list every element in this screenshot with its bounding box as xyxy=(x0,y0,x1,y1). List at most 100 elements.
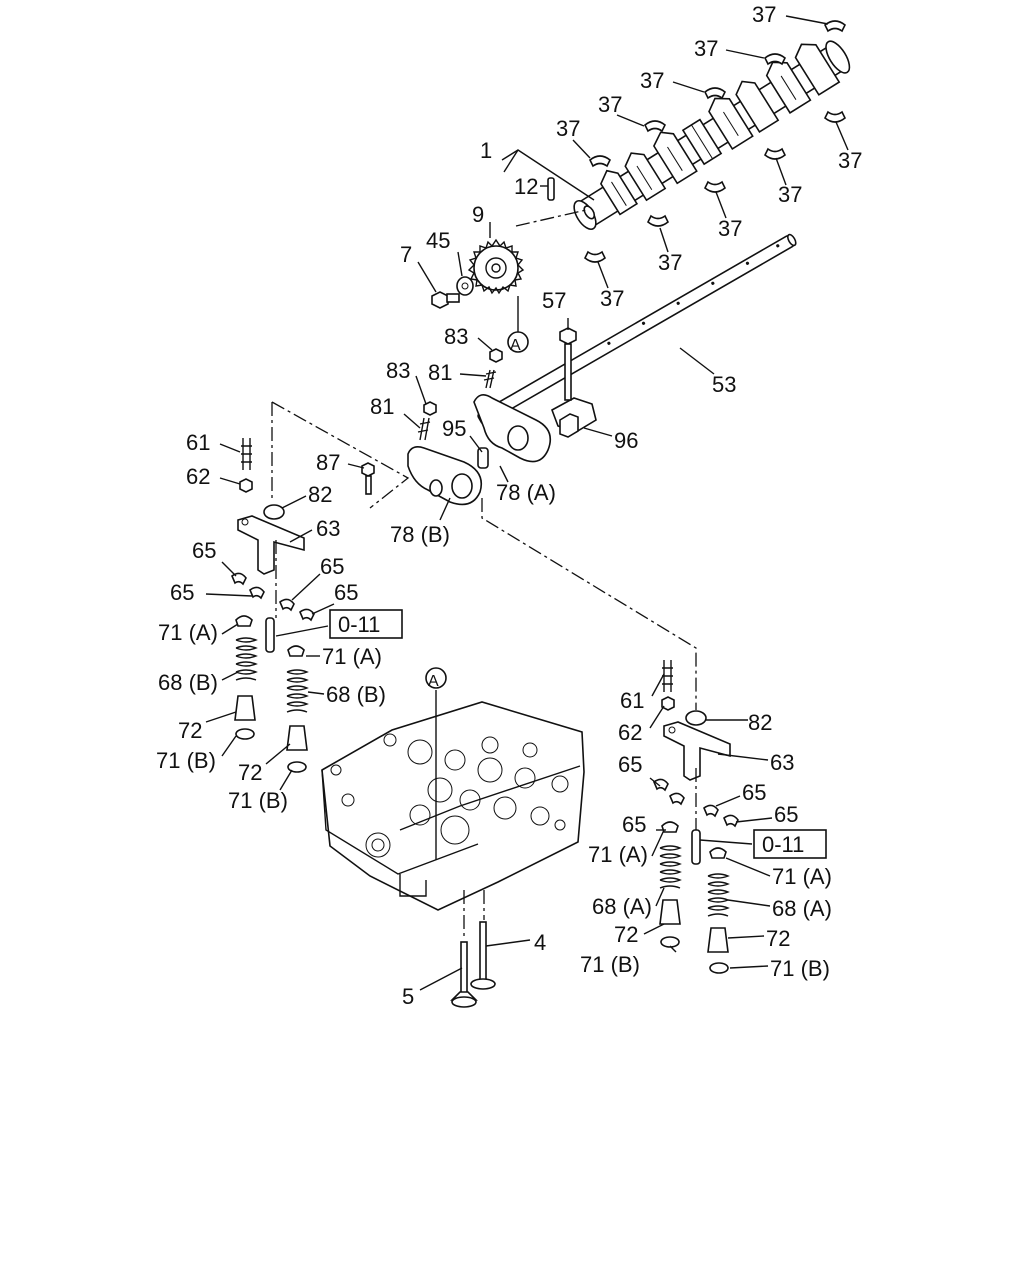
cap-icon xyxy=(263,504,285,520)
push-rod-icon xyxy=(691,829,701,865)
part-label-68a: 68 (A) xyxy=(592,894,652,919)
adjusting-screw-icon xyxy=(662,660,673,692)
bolt-icon xyxy=(361,462,375,495)
push-rod-icon xyxy=(265,617,275,653)
camshaft-icon xyxy=(573,40,851,231)
part-label-65: 65 xyxy=(320,554,344,579)
adjusting-screw-icon xyxy=(241,438,252,470)
part-label-68a: 68 (A) xyxy=(772,896,832,921)
part-label-63: 63 xyxy=(770,750,794,775)
cylinder-head-icon xyxy=(321,701,585,911)
part-label-53: 53 xyxy=(712,372,736,397)
retainer-icon xyxy=(235,615,305,657)
alignment-lines xyxy=(271,209,697,940)
part-label-82: 82 xyxy=(308,482,332,507)
part-labels: 37 37 37 37 37 37 37 37 37 37 1 12 9 45 … xyxy=(156,2,862,1009)
part-label-68b: 68 (B) xyxy=(326,682,386,707)
part-label-82: 82 xyxy=(748,710,772,735)
leader-lines xyxy=(205,15,849,991)
part-label-71a: 71 (A) xyxy=(588,842,648,867)
part-label-9: 9 xyxy=(472,202,484,227)
part-label-71b: 71 (B) xyxy=(770,956,830,981)
part-label-71a: 71 (A) xyxy=(772,864,832,889)
part-label-1: 1 xyxy=(480,138,492,163)
part-label-81: 81 xyxy=(370,394,394,419)
part-label-87: 87 xyxy=(316,450,340,475)
reference-box: 0-11 0-11 xyxy=(329,609,827,859)
part-label-61: 61 xyxy=(620,688,644,713)
part-label-71a: 71 (A) xyxy=(322,644,382,669)
spring-seat-icon xyxy=(660,936,729,974)
part-label-37: 37 xyxy=(556,116,580,141)
part-label-65: 65 xyxy=(192,538,216,563)
rocker-arm-icon xyxy=(473,394,552,463)
part-label-62: 62 xyxy=(186,464,210,489)
part-label-4: 4 xyxy=(534,930,546,955)
part-label-71b: 71 (B) xyxy=(156,748,216,773)
part-label-78a: 78 (A) xyxy=(496,480,556,505)
spring-icon xyxy=(477,447,489,469)
part-label-71a: 71 (A) xyxy=(158,620,218,645)
rocker-arm-icon xyxy=(407,446,483,506)
reference-marker: A A xyxy=(425,331,529,690)
part-label-61: 61 xyxy=(186,430,210,455)
part-label-37: 37 xyxy=(752,2,776,27)
cap-icon xyxy=(685,710,707,726)
bolt-icon xyxy=(431,291,460,309)
valve-seal-icon xyxy=(234,695,308,751)
part-label-72: 72 xyxy=(178,718,202,743)
reference-box-label: 0-11 xyxy=(338,612,380,637)
part-label-37: 37 xyxy=(718,216,742,241)
nut-icon xyxy=(661,696,675,711)
part-label-45: 45 xyxy=(426,228,450,253)
part-label-81: 81 xyxy=(428,360,452,385)
rocker-shaft-icon xyxy=(477,233,797,425)
bracket-icon xyxy=(551,397,597,438)
part-label-37: 37 xyxy=(600,286,624,311)
nut-icon xyxy=(423,348,503,416)
part-label-65: 65 xyxy=(622,812,646,837)
valve-spring-icon xyxy=(235,637,309,713)
part-label-12: 12 xyxy=(514,174,538,199)
part-label-72: 72 xyxy=(238,760,262,785)
part-label-71b: 71 (B) xyxy=(228,788,288,813)
part-label-7: 7 xyxy=(400,242,412,267)
part-label-5: 5 xyxy=(402,984,414,1009)
part-label-68b: 68 (B) xyxy=(158,670,218,695)
reference-box-label: 0-11 xyxy=(762,832,804,857)
part-label-96: 96 xyxy=(614,428,638,453)
part-label-37: 37 xyxy=(598,92,622,117)
keeper-icon xyxy=(231,572,315,622)
part-label-65: 65 xyxy=(618,752,642,777)
gear-icon xyxy=(467,238,525,295)
valve-icon xyxy=(450,921,496,1008)
part-label-65: 65 xyxy=(170,580,194,605)
part-label-65: 65 xyxy=(742,780,766,805)
part-label-71b: 71 (B) xyxy=(580,952,640,977)
bearing-icon xyxy=(583,20,847,263)
keeper-icon xyxy=(653,778,739,828)
part-label-37: 37 xyxy=(778,182,802,207)
nut-icon xyxy=(239,478,253,493)
valve-seal-icon xyxy=(659,899,729,953)
valve-bridge-icon xyxy=(237,515,305,575)
part-label-78b: 78 (B) xyxy=(390,522,450,547)
part-label-57: 57 xyxy=(542,288,566,313)
part-label-72: 72 xyxy=(766,926,790,951)
part-label-83: 83 xyxy=(444,324,468,349)
spring-seat-icon xyxy=(235,728,307,773)
part-label-65: 65 xyxy=(334,580,358,605)
reference-marker-label: A xyxy=(428,673,439,690)
part-label-83: 83 xyxy=(386,358,410,383)
part-label-37: 37 xyxy=(658,250,682,275)
part-label-37: 37 xyxy=(640,68,664,93)
part-label-37: 37 xyxy=(838,148,862,173)
part-label-65: 65 xyxy=(774,802,798,827)
pin-icon xyxy=(547,177,555,201)
part-label-37: 37 xyxy=(694,36,718,61)
part-label-62: 62 xyxy=(618,720,642,745)
reference-marker-label: A xyxy=(510,337,521,354)
adjusting-screw-icon xyxy=(417,369,497,441)
